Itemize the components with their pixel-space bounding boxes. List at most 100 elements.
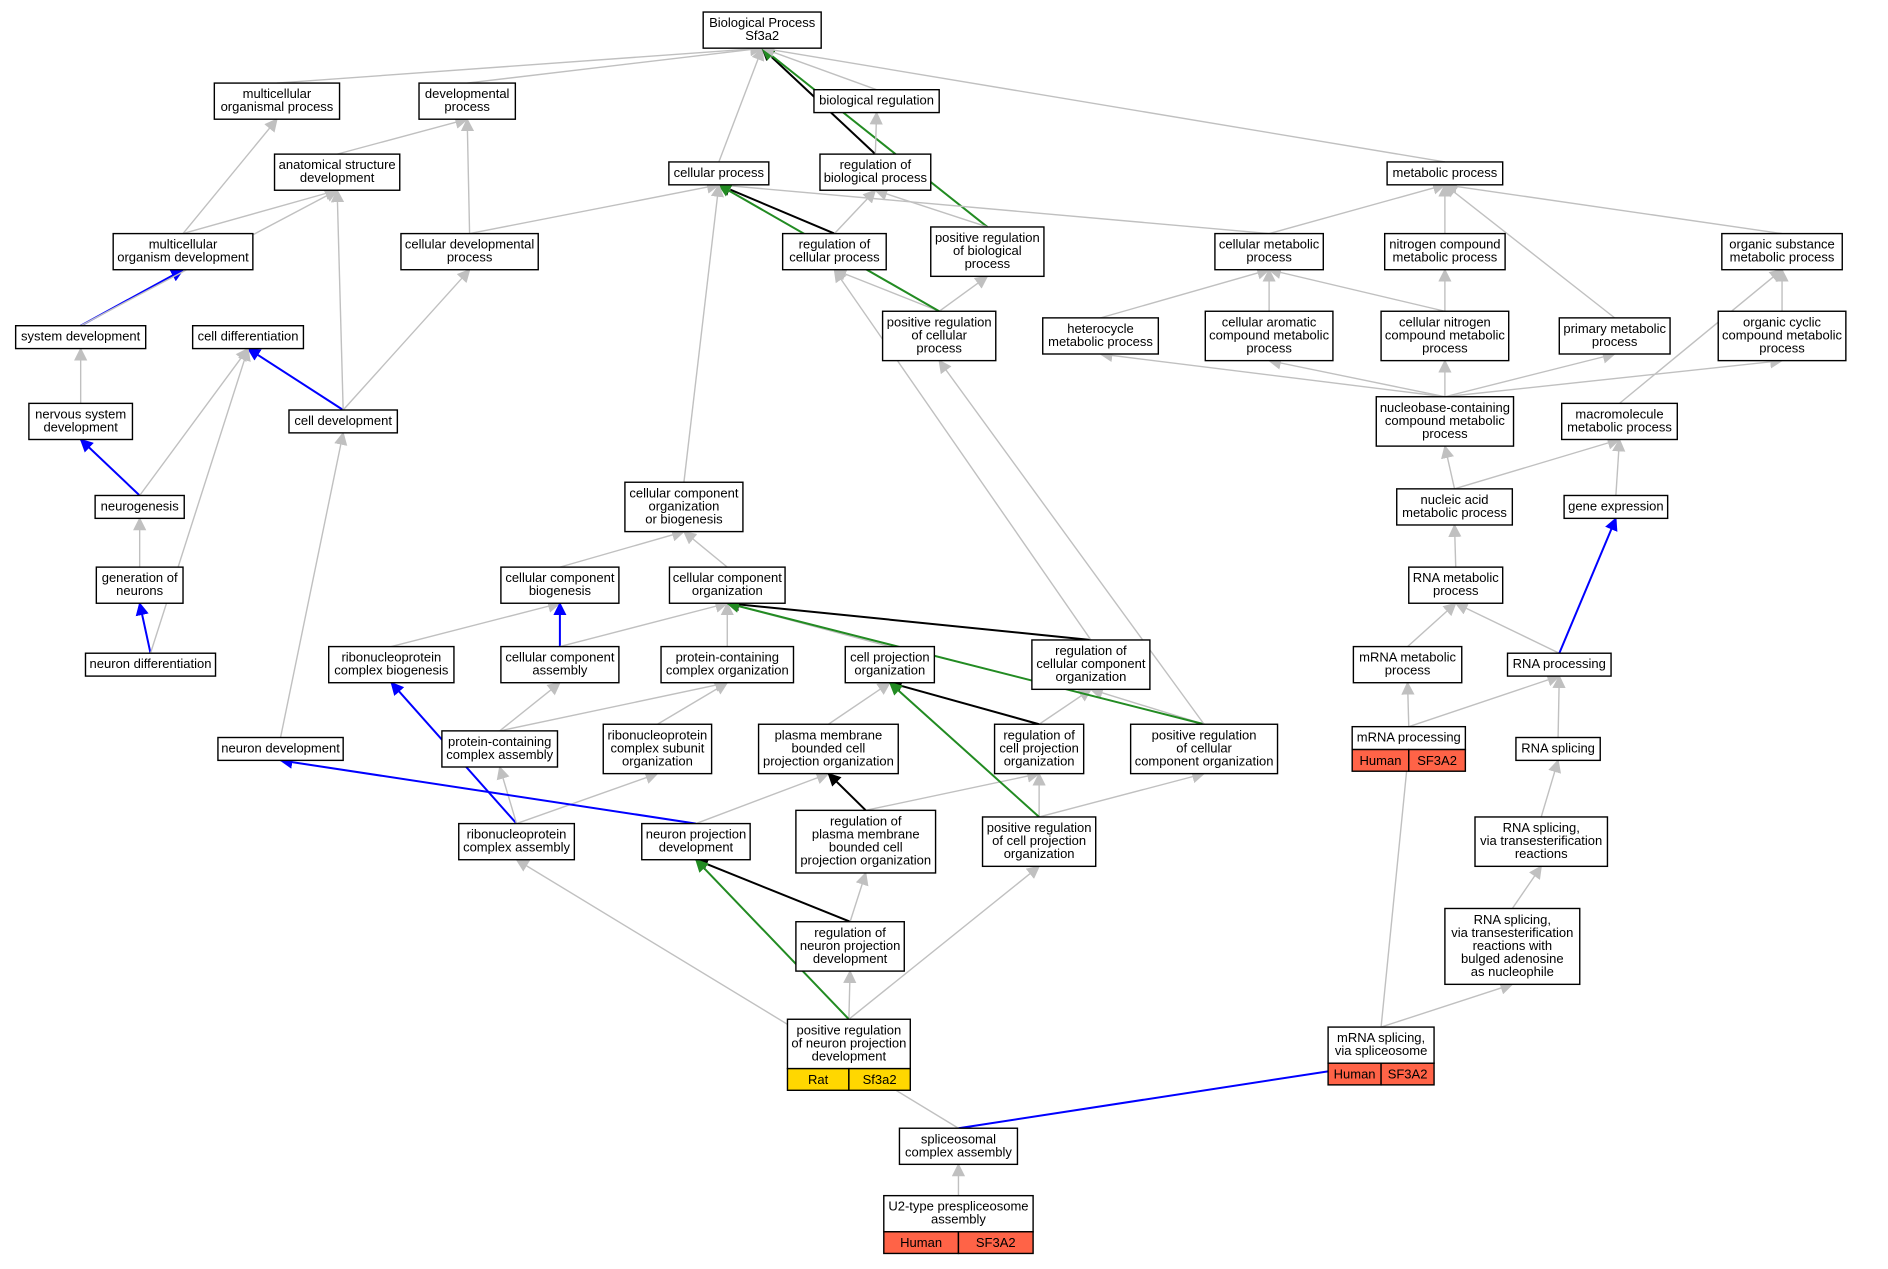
term-label-line: cellular component [505,570,615,585]
edge-gray-prcp-to-prbp [938,275,989,312]
term-box [930,226,1045,278]
term-box [14,325,147,350]
term-label-line: neurons [116,583,163,598]
edge-green-prcpo-to-cpo [888,681,1040,818]
term-label-line: metabolic process [1730,250,1835,265]
term-box [191,325,305,350]
term-label-line: RNA splicing, [1474,912,1551,927]
term-box [1515,736,1601,762]
term-label-line: RNA splicing [1521,740,1595,755]
term-label-line: organization [1004,753,1075,768]
edge-blue-sca-to-mrnas [958,1058,1383,1130]
term-box [757,723,899,775]
go-term-nd[interactable]: neuron development [217,736,344,762]
go-term-ndiff[interactable]: neuron differentiation [84,652,217,677]
term-label-line: organism development [117,250,249,265]
term-label-line: organization [1055,669,1126,684]
term-label-line: regulation of [1003,727,1075,742]
go-term-breg[interactable]: biological regulation [813,89,940,114]
term-label-line: process [916,340,962,355]
go-term-mp[interactable]: metabolic process [1386,161,1504,186]
term-label-line: cellular component [629,485,739,500]
edge-gray-rnast-to-rnas [1540,759,1562,818]
term-label-line: mRNA splicing, [1337,1030,1425,1045]
go-term-sd[interactable]: system development [14,325,147,350]
term-label-line: metabolic process [1393,250,1498,265]
term-box [418,82,517,120]
gene-tag-cell [848,1067,911,1091]
edge-gray-prbp-to-rbp [874,187,988,228]
edge-gray-prnpd-to-rnpd [843,969,857,1020]
edge-gray-mmp-to-osmp [1619,268,1784,404]
edge-gray-mop-to-bp [276,42,764,84]
go-term-ge[interactable]: gene expression [1563,494,1669,520]
term-box [781,232,887,271]
go-term-rnap[interactable]: RNA processing [1506,652,1612,677]
go-term-rnastb[interactable]: RNA splicing,via transesterificationreac… [1444,907,1581,986]
term-label-line: process [1759,340,1805,355]
go-term-rnast[interactable]: RNA splicing,via transesterificationreac… [1474,816,1609,868]
term-label-line: multicellular [243,86,312,101]
term-box [94,494,185,520]
term-label-line: neuron development [221,740,340,755]
go-term-cdiff[interactable]: cell differentiation [191,325,305,350]
go-term-rnas[interactable]: RNA splicing [1515,736,1601,762]
edge-gray-mod-to-asd [182,187,339,235]
term-label-line: metabolic process [1402,505,1507,520]
go-term-neurog[interactable]: neurogenesis [94,494,185,520]
go-term-cp[interactable]: cellular process [668,161,770,186]
term-box [795,809,937,874]
edge-gray-cp-to-bp [718,46,765,163]
go-term-cdev[interactable]: cell development [288,409,399,434]
term-label-line: biological process [824,170,928,185]
